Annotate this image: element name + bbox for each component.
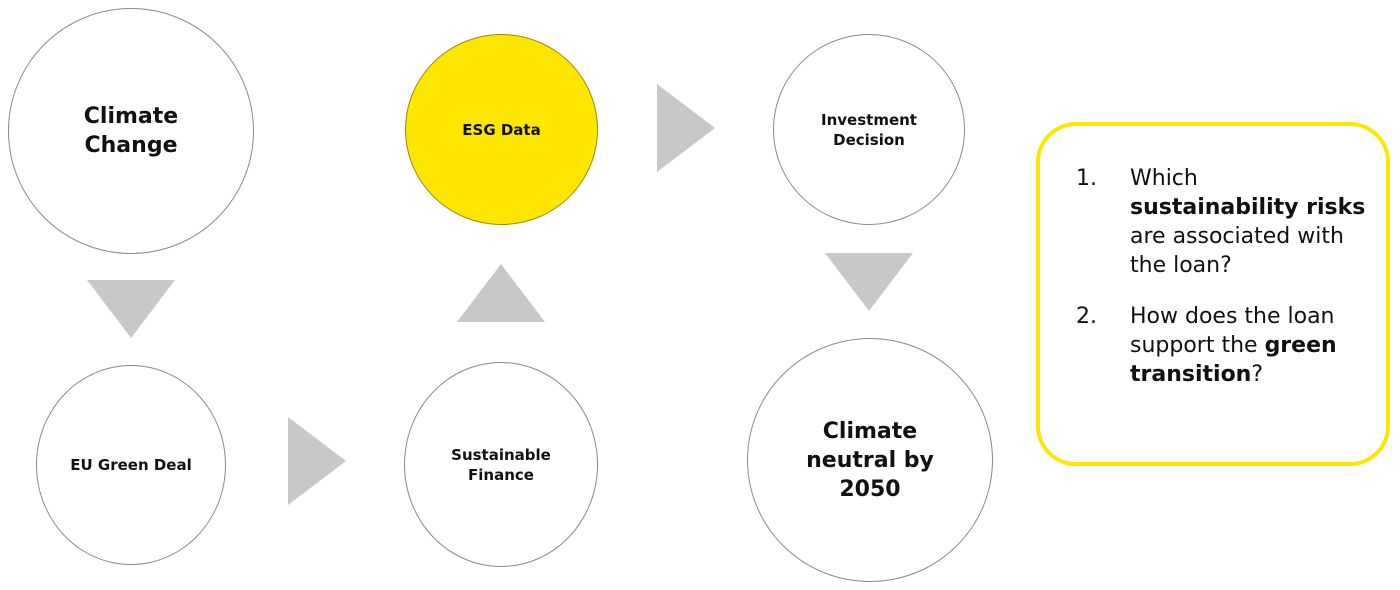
arrow-down-decision-to-neutral [825,253,913,311]
arrow-up-finance-to-esg [457,264,545,322]
question-text-bold: sustainability risks [1130,195,1366,220]
question-item: 1. Which sustainability risks are associ… [1076,164,1366,280]
node-climate-change: Climate Change [8,8,254,254]
arrow-right-deal-to-finance [288,417,346,505]
question-text-post: ? [1251,362,1264,387]
question-text-pre: Which [1130,166,1198,191]
node-sustainable-finance: Sustainable Finance [404,362,598,567]
question-item: 2. How does the loan support the green t… [1076,302,1366,389]
questions-box: 1. Which sustainability risks are associ… [1036,122,1390,466]
node-climate-neutral: Climate neutral by 2050 [747,338,993,582]
node-investment-decision: Investment Decision [773,34,965,225]
question-number: 2. [1076,304,1097,329]
question-text-pre: How does the loan support the [1130,304,1335,358]
question-number: 1. [1076,166,1097,191]
question-text: Which sustainability risks are associate… [1130,164,1366,280]
arrow-right-esg-to-decision [657,84,715,172]
arrow-down-climate-to-deal [87,280,175,338]
node-climate-change-label: Climate Change [83,104,179,158]
node-eu-green-deal-label: EU Green Deal [70,456,192,474]
question-text-bold: green transition [1130,333,1337,387]
node-esg-data-label: ESG Data [462,120,541,139]
node-esg-data: ESG Data [405,34,598,225]
node-sustainable-finance-label: Sustainable Finance [451,445,551,484]
node-eu-green-deal: EU Green Deal [36,365,226,565]
node-climate-neutral-label: Climate neutral by 2050 [806,418,934,502]
question-text-post: are associated with the loan? [1130,224,1344,278]
question-text: How does the loan support the green tran… [1130,302,1366,389]
node-investment-decision-label: Investment Decision [821,110,917,149]
